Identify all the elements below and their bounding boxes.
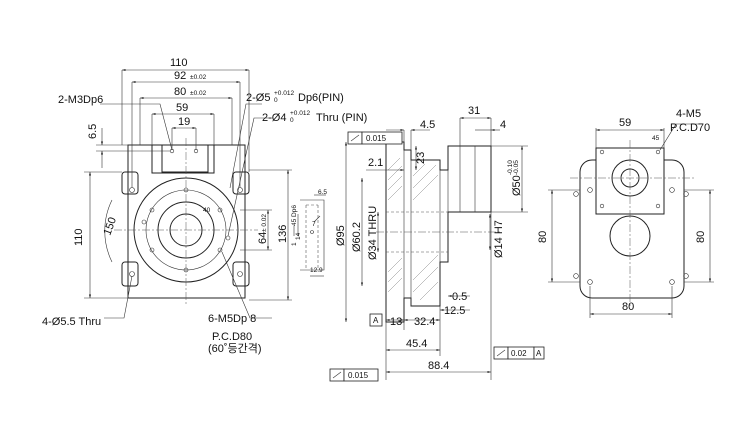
tol-bottom-left: 0.015: [348, 371, 369, 380]
rear-small-45: 45: [652, 135, 660, 142]
tol-top: 0.015: [366, 134, 387, 143]
rear-holes: [573, 149, 689, 285]
svg-text:A: A: [536, 349, 542, 358]
label-pcd: P.C.D80: [212, 331, 252, 343]
label-m3: 2-M3Dp6: [58, 94, 103, 106]
label-pcd-note: (60˚등간격): [208, 342, 262, 355]
svg-text:± 0.02: ± 0.02: [261, 214, 268, 232]
ear-top-left: [121, 171, 139, 195]
pin-detail: [293, 194, 326, 277]
rear-view: [548, 123, 714, 318]
rear-body-outline: [579, 147, 685, 299]
dim-50: Ø50: [511, 175, 523, 196]
svg-text:+0.012: +0.012: [290, 110, 310, 117]
label-holes: 4-Ø5.5 Thru: [42, 316, 101, 328]
front-view: [84, 68, 326, 319]
svg-text:6.5: 6.5: [318, 189, 327, 196]
rear-dim-80-left: 80: [537, 231, 549, 243]
svg-text:Dp6(PIN): Dp6(PIN): [298, 92, 344, 104]
tolerance-frame-bottom-left: [329, 368, 379, 382]
top-flange: [151, 144, 215, 174]
dim-45-4: 45.4: [406, 338, 427, 350]
datum-a: A: [373, 316, 379, 325]
rear-label-m5: 4-M5: [676, 108, 701, 120]
dim-6-5: 6.5: [87, 124, 99, 139]
label-pin5: 2-Ø5: [246, 92, 270, 104]
front-labels: 110 92 ±0.02 80 ±0.02 59 19 2-M3Dp6 6.5 …: [42, 57, 367, 355]
dim-14: Ø14 H7: [493, 220, 505, 258]
svg-text:7: 7: [312, 221, 316, 228]
svg-text:±0.02: ±0.02: [190, 90, 207, 97]
svg-text:+0.012: +0.012: [274, 90, 294, 97]
side-view: [329, 116, 545, 382]
dim-0-5: 0.5: [452, 291, 467, 303]
svg-text:-0.05: -0.05: [513, 160, 520, 175]
dim-150: 150: [102, 216, 120, 237]
svg-text:1: 1: [291, 242, 298, 246]
rear-dim-59: 59: [619, 117, 631, 129]
svg-text:45 Dp6: 45 Dp6: [291, 205, 298, 226]
dim-13: 13: [390, 316, 402, 328]
svg-text:Thru (PIN): Thru (PIN): [316, 112, 367, 124]
rear-labels: 59 4-M5 P.C.D70 45 80 80 80: [537, 108, 710, 313]
label-pin4: 2-Ø4: [262, 112, 286, 124]
dim-92: 92: [174, 70, 186, 82]
dim-60-2: Ø60.2: [351, 222, 363, 252]
svg-text:-0.10: -0.10: [507, 160, 514, 175]
rear-dim-80-right: 80: [695, 231, 707, 243]
svg-text:12.9: 12.9: [310, 267, 323, 274]
svg-text:0: 0: [274, 97, 278, 104]
side-labels: 0.015 4.5 31 4 2.1 23 Ø50 -0.10 -0.05 Ø9…: [335, 105, 542, 380]
dim-88-4: 88.4: [428, 360, 449, 372]
dim-80: 80: [174, 86, 186, 98]
tol-bottom-right: 0.02: [511, 349, 527, 358]
small-40: 40: [203, 207, 211, 214]
svg-text:0: 0: [290, 117, 294, 124]
ear-bottom-right: [232, 261, 250, 287]
dim-110-top: 110: [170, 57, 188, 69]
front-body-outline: [127, 144, 246, 299]
rear-dim-80-bottom: 80: [622, 301, 634, 313]
dim-110-left: 110: [73, 228, 85, 246]
dim-19: 19: [178, 116, 190, 128]
tolerance-frame-top: [347, 131, 403, 145]
dim-12-5: 12.5: [444, 305, 465, 317]
dim-34: Ø34 THRU: [367, 206, 379, 260]
dim-23: 23: [415, 152, 427, 164]
dim-64: 64: [257, 232, 269, 244]
dim-4: 4: [500, 119, 506, 131]
side-hatching: [387, 157, 439, 301]
dim-4-5: 4.5: [420, 119, 435, 131]
ear-top-right: [232, 171, 250, 195]
dim-31: 31: [468, 105, 480, 117]
dim-95: Ø95: [335, 225, 347, 246]
dim-2-1: 2.1: [368, 157, 383, 169]
label-m5: 6-M5Dp 8: [208, 313, 256, 325]
dim-136: 136: [277, 225, 289, 243]
svg-text:±0.02: ±0.02: [190, 74, 207, 81]
datum-a-box: [369, 313, 383, 327]
rear-label-pcd: P.C.D70: [670, 122, 710, 134]
ear-bottom-left: [121, 261, 139, 287]
tolerance-frame-bottom-right: [493, 346, 545, 360]
svg-text:14: 14: [295, 232, 302, 240]
dim-32-4: 32.4: [414, 316, 435, 328]
dim-59: 59: [176, 102, 188, 114]
